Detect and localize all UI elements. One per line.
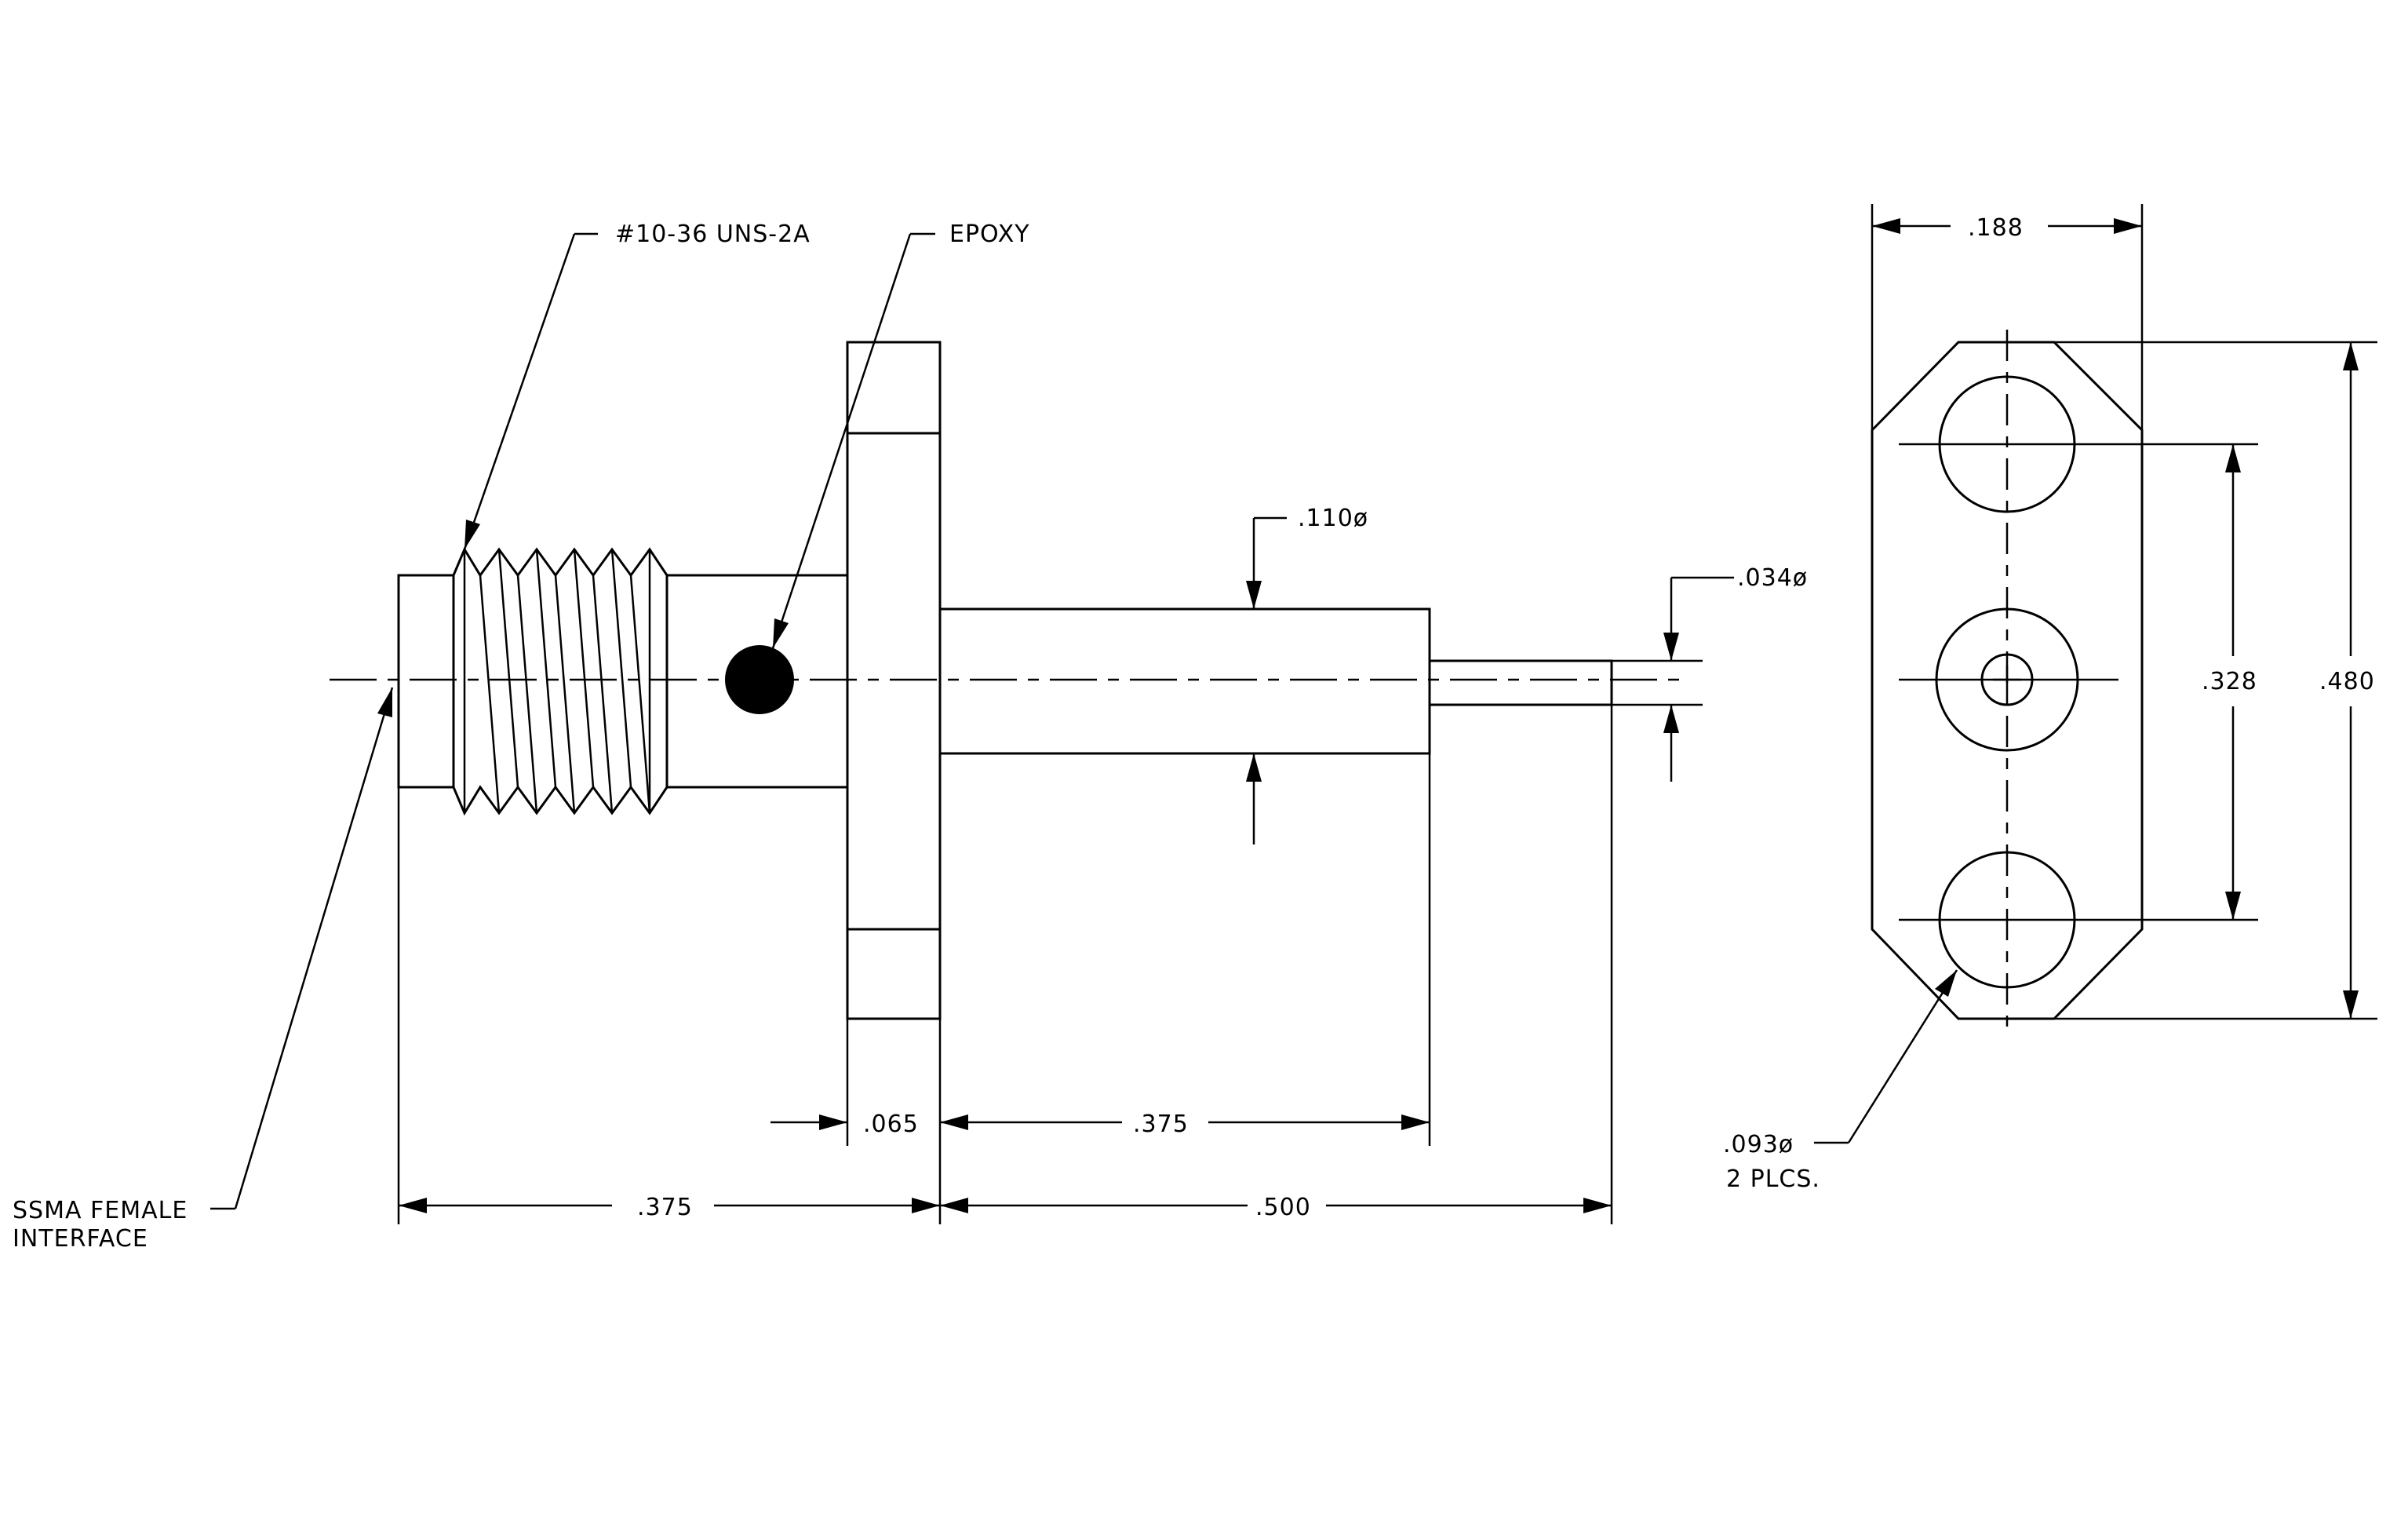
thread-crests <box>452 549 668 814</box>
thread-outline <box>452 546 668 816</box>
epoxy-dot <box>725 645 794 714</box>
neck-body <box>667 574 847 789</box>
epoxy-callout: EPOXY <box>949 221 1030 248</box>
dim-flange-width: .188 <box>1968 214 2024 242</box>
extension-lines <box>397 659 1703 1224</box>
interface-callout-line2: INTERFACE <box>13 1225 148 1253</box>
dim-rear-length: .500 <box>1255 1194 1311 1221</box>
flange-outline <box>1871 341 2144 1020</box>
dim-tip-diameter: .034ø <box>1737 564 1808 592</box>
pin <box>938 607 1431 755</box>
dim-flange-height: .480 <box>2319 668 2375 695</box>
pin-tip <box>1428 659 1613 706</box>
interface-callout-line1: SSMA FEMALE <box>13 1197 188 1224</box>
leader-lines <box>210 232 1958 1210</box>
dimension-lines <box>399 218 2359 1213</box>
dim-pin-diameter: .110ø <box>1298 505 1368 532</box>
dim-pin-length: .375 <box>1133 1111 1189 1138</box>
end-view <box>1871 204 2377 1033</box>
thread-callout: #10-36 UNS-2A <box>615 221 811 248</box>
dim-flange-thickness: .065 <box>863 1111 919 1138</box>
side-view <box>330 341 1703 1224</box>
interface-body <box>397 574 455 789</box>
dim-front-length: .375 <box>637 1194 693 1221</box>
dim-hole-spacing: .328 <box>2202 668 2257 695</box>
hole-size-callout: .093ø <box>1723 1131 1794 1158</box>
hole-count-callout: 2 PLCS. <box>1726 1165 1820 1193</box>
